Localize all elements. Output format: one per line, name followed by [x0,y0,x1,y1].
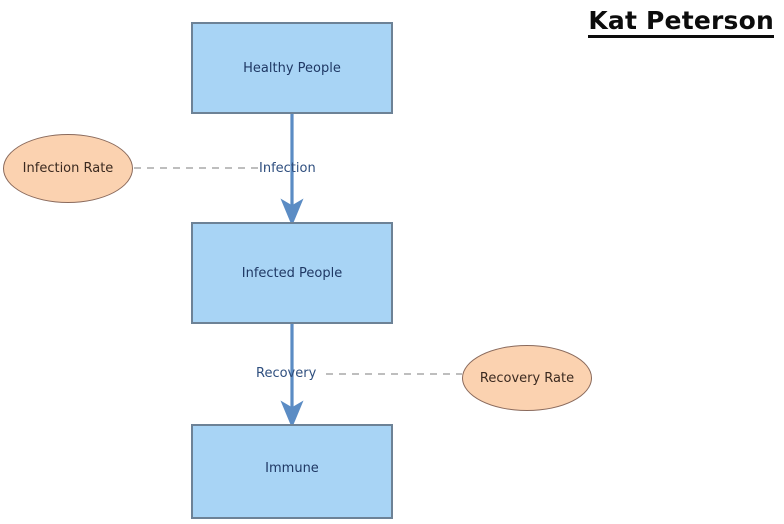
rate-label-infection-rate: Infection Rate [22,161,114,176]
rate-recovery-rate[interactable]: Recovery Rate [462,345,592,411]
stock-label-infected-people: Infected People [241,265,343,281]
stock-label-healthy-people: Healthy People [243,60,341,76]
rate-infection-rate[interactable]: Infection Rate [3,134,133,203]
rate-label-recovery-rate: Recovery Rate [479,370,575,386]
flow-label-infection: Infection [259,161,316,176]
flow-label-recovery: Recovery [256,366,317,381]
page-title: Kat Peterson [588,7,774,39]
stock-infected-people[interactable]: Infected People [191,222,393,324]
stock-healthy-people[interactable]: Healthy People [191,22,393,114]
stock-label-immune: Immune [265,461,319,476]
stock-immune[interactable]: Immune [191,424,393,519]
